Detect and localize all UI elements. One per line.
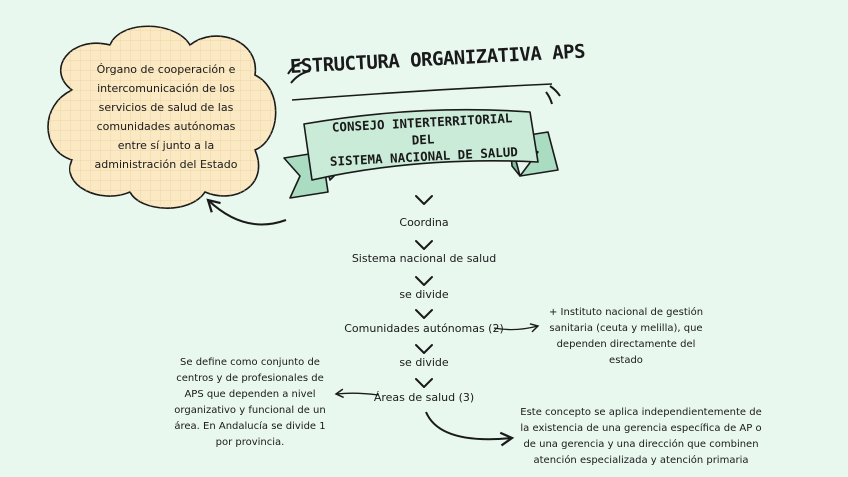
flow-divide-1: se divide	[399, 288, 449, 301]
flow-comunidades: Comunidades autónomas (2)	[344, 322, 504, 335]
flow-areas: Áreas de salud (3)	[373, 391, 475, 404]
cloud-note: Órgano de cooperación e intercomunicació…	[94, 63, 238, 171]
note-gerencia: Este concepto se aplica independientemen…	[520, 407, 762, 466]
arrow-to-cloud	[206, 198, 287, 226]
banner-ribbon	[283, 108, 559, 199]
arrow-to-instituto	[493, 323, 540, 333]
arrow-to-gerencia	[425, 411, 515, 447]
arrow-to-areas-note	[334, 388, 379, 399]
squiggle-right	[545, 85, 561, 105]
flow-sistema: Sistema nacional de salud	[351, 252, 497, 265]
note-areas-definition: Se define como conjunto de centros y de …	[174, 357, 326, 448]
chevron-down-icons	[415, 195, 433, 388]
note-instituto: + Instituto nacional de gestión sanitari…	[548, 307, 704, 366]
title-underline	[291, 83, 553, 101]
flow-divide-2: se divide	[399, 356, 449, 369]
flow-coordina: Coordina	[399, 216, 449, 229]
squiggle-left	[287, 61, 311, 84]
cloud-shape	[47, 25, 277, 209]
